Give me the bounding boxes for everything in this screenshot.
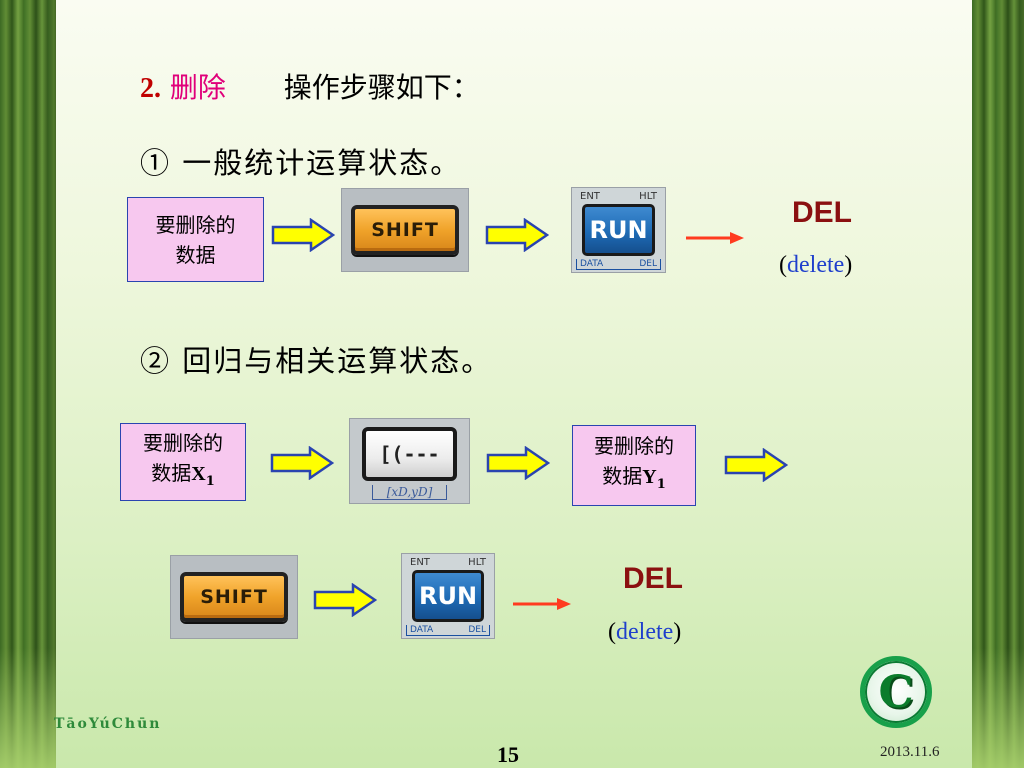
box-line-2: 数据Y1 <box>602 464 666 492</box>
heading-text: 操作步骤如下： <box>283 71 480 104</box>
page-number: 15 <box>497 742 519 767</box>
shift-key-button[interactable]: SHIFT <box>341 188 469 272</box>
run-key-face: RUN <box>412 570 484 622</box>
run-key-button[interactable]: ENT HLT RUN DATA DEL <box>571 187 666 273</box>
box-line-2: 数据X1 <box>151 460 215 489</box>
run-key-button[interactable]: ENT HLT RUN DATA DEL <box>401 553 495 639</box>
heading-keyword: 删除 <box>169 71 226 104</box>
run-top-right-label: HLT <box>639 191 657 202</box>
block-arrow-right-icon <box>486 446 550 480</box>
run-bottom-left-label: DATA <box>580 259 604 269</box>
data-y1-box: 要删除的 数据Y1 <box>572 425 696 506</box>
section1-title: ① 一般统计运算状态。 <box>140 146 462 180</box>
run-bottom-right-label: DEL <box>468 625 486 635</box>
shift-key-face: SHIFT <box>350 204 460 256</box>
delete-word: delete <box>616 619 674 645</box>
thin-arrow-right-icon <box>686 232 744 244</box>
heading-number: 2. <box>140 73 161 104</box>
run-top-right-label: HLT <box>468 557 486 568</box>
block-arrow-right-icon <box>313 583 377 617</box>
xy-data-key-button[interactable]: [(--- [xD,yD] <box>349 418 470 504</box>
del-result-title: DEL <box>623 562 683 595</box>
box-line-1: 要删除的 <box>594 434 674 458</box>
data-to-delete-box: 要删除的 数据 <box>127 197 264 282</box>
shift-key-button[interactable]: SHIFT <box>170 555 298 639</box>
slide-date: 2013.11.6 <box>880 744 940 760</box>
watermark-logo: TāoYúChūn <box>54 716 162 732</box>
run-key-face: RUN <box>582 204 655 256</box>
xy-key-face: [(--- <box>362 427 457 481</box>
run-top-left-label: ENT <box>580 191 600 202</box>
block-arrow-right-icon <box>271 218 335 252</box>
page-title: 2. 删除 操作步骤如下： <box>140 66 480 106</box>
box-line-1: 要删除的 <box>143 430 223 455</box>
box-line-1: 要删除的 <box>155 212 236 237</box>
data-x1-box: 要删除的 数据X1 <box>120 423 246 501</box>
delete-word: delete <box>787 252 845 278</box>
del-result-title: DEL <box>792 196 852 229</box>
box-line-2: 数据 <box>175 242 216 267</box>
thin-arrow-right-icon <box>513 598 571 610</box>
xy-key-label: [xD,yD] <box>372 485 447 500</box>
run-bottom-left-label: DATA <box>410 625 434 635</box>
c-logo-icon: C <box>860 656 932 728</box>
block-arrow-right-icon <box>270 446 334 480</box>
slide-content-area <box>56 0 972 768</box>
del-result-subtitle: (delete) <box>779 252 853 278</box>
block-arrow-right-icon <box>724 448 788 482</box>
run-top-left-label: ENT <box>410 557 430 568</box>
shift-key-face: SHIFT <box>179 571 289 623</box>
forest-right-decoration <box>972 0 1024 768</box>
section2-title: ② 回归与相关运算状态。 <box>140 344 493 378</box>
run-bottom-right-label: DEL <box>639 259 657 269</box>
del-result-subtitle: (delete) <box>608 619 682 645</box>
block-arrow-right-icon <box>485 218 549 252</box>
forest-left-decoration <box>0 0 56 768</box>
